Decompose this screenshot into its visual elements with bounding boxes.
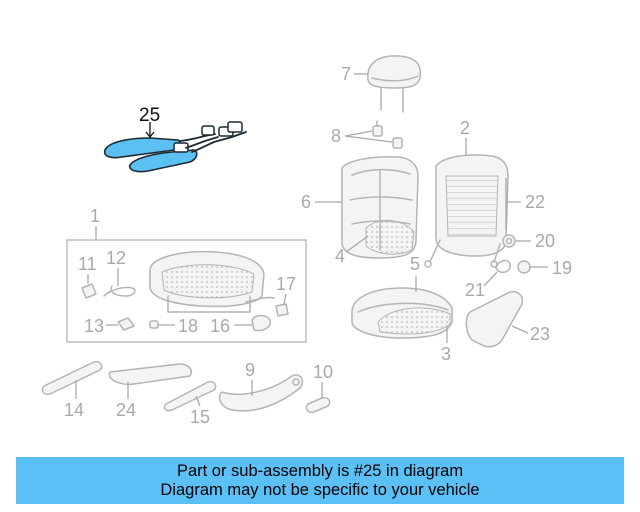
pad-part-24 xyxy=(108,363,192,386)
leader-8 xyxy=(344,130,393,143)
heater-wire-branch xyxy=(185,136,219,149)
part-11 xyxy=(81,283,97,299)
label-22: 22 xyxy=(525,192,545,212)
label-10: 10 xyxy=(313,362,333,382)
heater-connector-a xyxy=(201,125,215,136)
label-11: 11 xyxy=(78,254,97,274)
label-20: 20 xyxy=(535,231,555,251)
clip-part-21 xyxy=(495,259,511,274)
part-12-cable xyxy=(103,285,136,297)
label-9: 9 xyxy=(245,360,255,380)
label-7: 7 xyxy=(341,64,351,84)
back-panel-part-23 xyxy=(465,290,524,348)
part-13 xyxy=(117,317,135,331)
banner-line-1: Part or sub-assembly is #25 in diagram xyxy=(176,461,464,480)
side-cover-part-9 xyxy=(218,374,304,412)
parts-diagram: 25 7 8 6 4 2 22 20 xyxy=(41,55,572,427)
leader-15 xyxy=(195,395,201,407)
headrest-part-7 xyxy=(367,55,422,113)
label-24: 24 xyxy=(116,400,136,420)
heater-wire xyxy=(179,131,247,153)
heater-connector-c xyxy=(227,121,243,133)
cover-part-19 xyxy=(517,260,531,274)
label-6: 6 xyxy=(301,192,311,212)
seat-frame xyxy=(149,250,275,313)
label-18: 18 xyxy=(178,316,198,336)
rail-cover-part-15 xyxy=(163,380,217,412)
label-17: 17 xyxy=(276,274,296,294)
info-banner: Part or sub-assembly is #25 in diagram D… xyxy=(16,457,624,504)
leader-21 xyxy=(483,271,498,287)
label-19: 19 xyxy=(552,258,572,278)
knob-part-20 xyxy=(502,234,516,248)
assembly-box-part-1 xyxy=(66,239,307,343)
label-12: 12 xyxy=(106,248,126,268)
label-16: 16 xyxy=(210,316,230,336)
leader-22 xyxy=(505,178,521,230)
heater-pad-lower xyxy=(128,149,198,173)
label-14: 14 xyxy=(64,400,84,420)
label-23: 23 xyxy=(530,324,550,344)
leader-4 xyxy=(345,235,369,253)
label-8: 8 xyxy=(331,126,341,146)
rail-cover-part-14 xyxy=(41,360,103,396)
part-16 xyxy=(251,314,271,332)
label-25: 25 xyxy=(139,105,160,126)
label-21: 21 xyxy=(465,280,485,300)
leader-23 xyxy=(511,325,529,334)
seat-cushion-part-5 xyxy=(351,287,453,339)
part-17 xyxy=(275,303,289,317)
part-18 xyxy=(149,320,159,329)
label-3: 3 xyxy=(441,344,451,364)
headrest-guide-part-8 xyxy=(372,120,403,149)
banner-line-2: Diagram may not be specific to your vehi… xyxy=(160,480,480,499)
label-2: 2 xyxy=(460,118,470,138)
seat-heater-part-25[interactable] xyxy=(103,121,247,173)
handle-part-10 xyxy=(305,396,331,414)
leader-17 xyxy=(283,293,287,305)
label-5: 5 xyxy=(410,254,420,274)
seatback-frame-part-2 xyxy=(424,154,509,268)
label-13: 13 xyxy=(84,316,104,336)
seatback-cover-part-6 xyxy=(341,156,419,259)
label-1: 1 xyxy=(90,206,100,226)
label-15: 15 xyxy=(190,407,210,427)
label-4: 4 xyxy=(335,246,345,266)
